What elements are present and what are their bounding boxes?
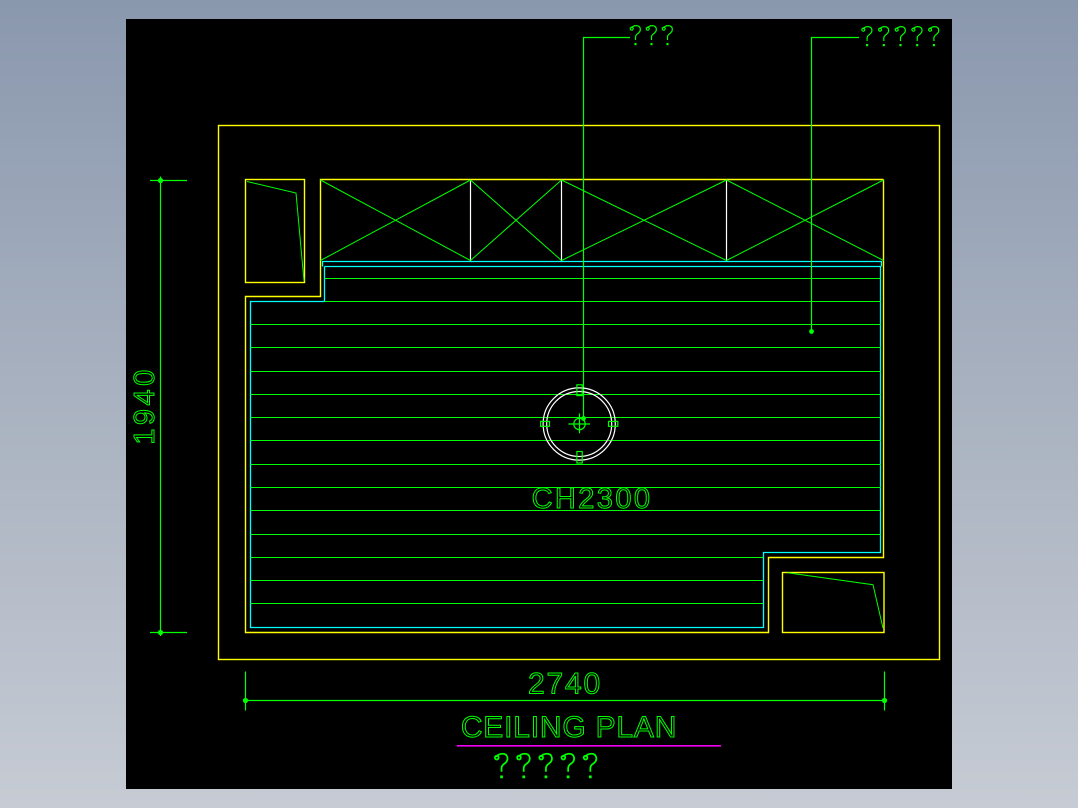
svg-text:2740: 2740	[528, 668, 602, 701]
svg-text:CH2300: CH2300	[532, 483, 653, 515]
svg-text:CEILING PLAN: CEILING PLAN	[461, 711, 677, 744]
svg-text:1940: 1940	[129, 366, 161, 445]
